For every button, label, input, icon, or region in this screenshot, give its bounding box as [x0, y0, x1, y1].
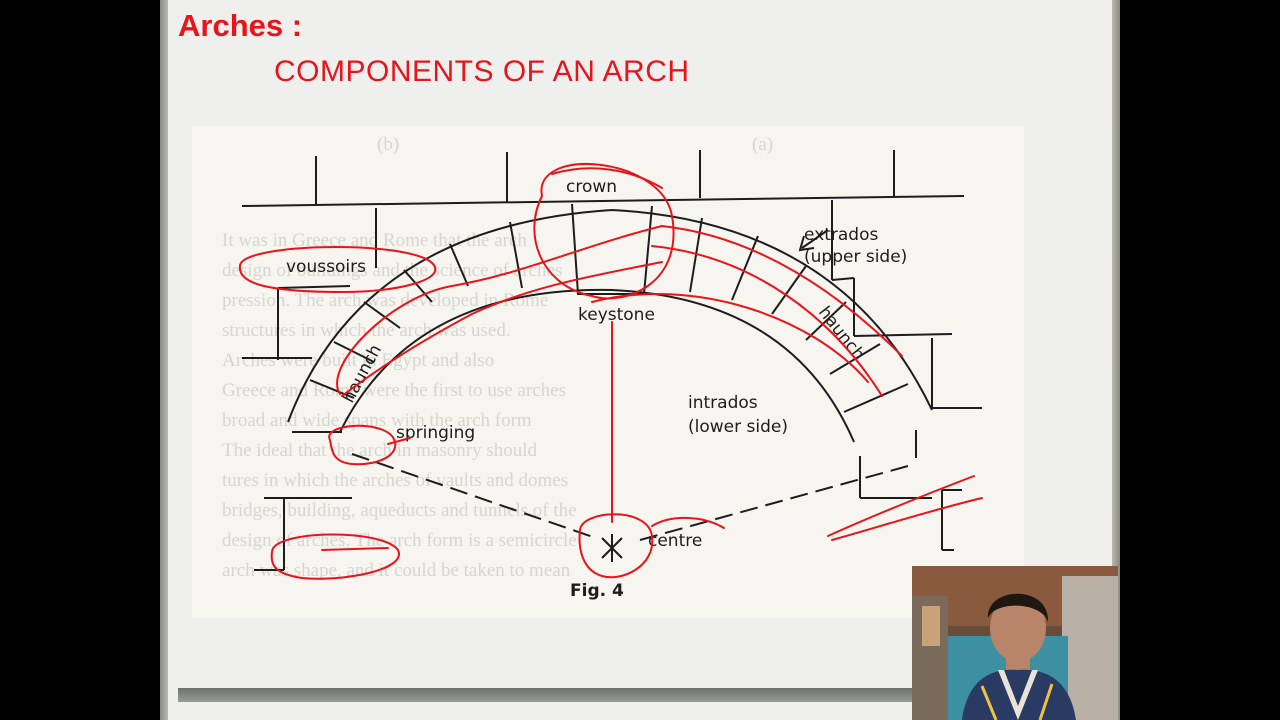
label-voussoirs: voussoirs: [286, 257, 366, 277]
red-annotations: [238, 162, 983, 580]
label-intrados-note: (lower side): [688, 417, 788, 437]
label-extrados-note: (upper side): [804, 247, 907, 267]
slide-subtitle: COMPONENTS OF AN ARCH: [274, 55, 690, 88]
slide-edge-right: [1112, 0, 1120, 720]
svg-text:pression. The arch was develop: pression. The arch was developed in Rome: [222, 290, 548, 311]
svg-text:(b): (b): [377, 134, 399, 155]
svg-text:structures in which the arch w: structures in which the arch was used.: [222, 320, 511, 341]
slide-title: Arches :: [178, 8, 303, 43]
arch-diagram-svg: (b) (a) It was in Greece and Rome that t…: [222, 134, 983, 601]
slide-bottom-bar: [178, 688, 1108, 702]
svg-text:Greece and Rome were the first: Greece and Rome were the first to use ar…: [222, 380, 566, 401]
label-keystone: keystone: [578, 305, 655, 325]
label-intrados: intrados: [688, 393, 758, 413]
label-extrados: extrados: [804, 225, 878, 245]
svg-text:tures in which the arches of v: tures in which the arches of vaults and …: [222, 470, 568, 491]
label-crown: crown: [566, 177, 617, 197]
svg-text:Arches were built in Egypt and: Arches were built in Egypt and also: [222, 350, 494, 371]
label-springing: springing: [396, 423, 475, 443]
svg-text:(a): (a): [752, 134, 773, 155]
svg-text:bridges, building, aqueducts a: bridges, building, aqueducts and tunnels…: [222, 500, 577, 521]
figure-caption: Fig. 4: [570, 581, 624, 601]
slide-edge-left: [160, 0, 168, 720]
svg-text:The ideal that the arch in mas: The ideal that the arch in masonry shoul…: [222, 440, 537, 461]
svg-text:broad and wide spans with the: broad and wide spans with the arch form: [222, 410, 532, 431]
svg-text:arch was shape, and it could b: arch was shape, and it could be taken to…: [222, 560, 571, 581]
svg-text:design of arches. The arch for: design of arches. The arch form is a sem…: [222, 530, 577, 551]
label-centre: centre: [648, 531, 702, 551]
arch-diagram: (b) (a) It was in Greece and Rome that t…: [192, 126, 1024, 618]
diagram-labels: crown extrados (upper side) voussoirs ke…: [286, 177, 907, 601]
slide: Arches : COMPONENTS OF AN ARCH (b) (a) I…: [160, 0, 1120, 720]
presenter-webcam: [912, 566, 1118, 720]
webcam-feed: [912, 566, 1118, 720]
svg-text:design of buildings and the sc: design of buildings and the science of a…: [222, 260, 562, 281]
